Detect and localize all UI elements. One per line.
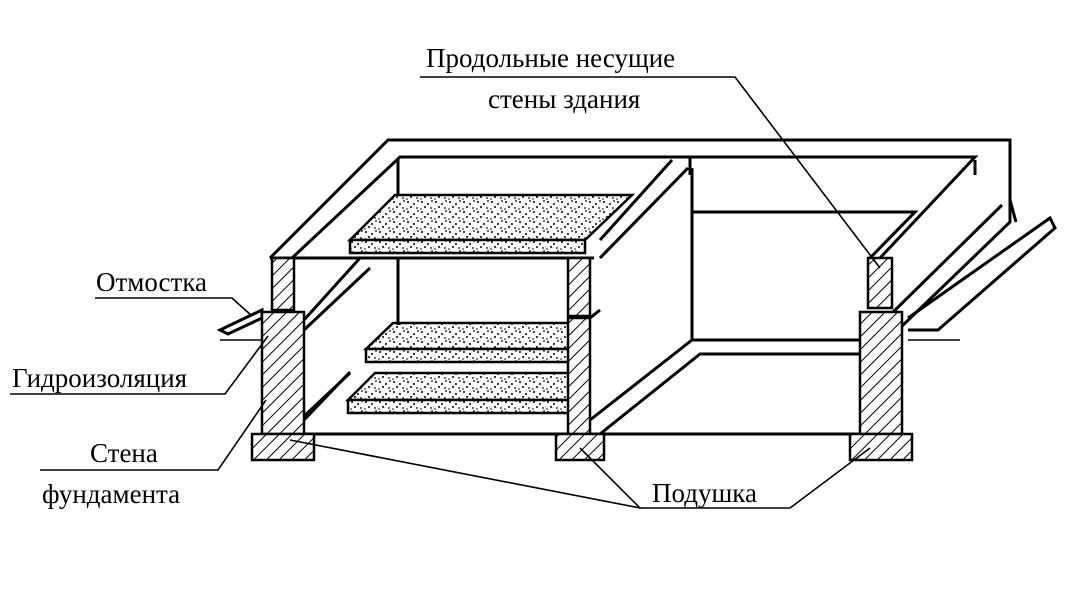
middle-footing [554, 432, 606, 462]
label-cushion: Подушка [652, 478, 757, 508]
building-walls [268, 138, 1018, 340]
middle-foundation-wall [566, 316, 592, 436]
right-wall-upper [866, 256, 894, 310]
label-longitudinal-walls-2: стены здания [488, 84, 640, 114]
middle-wall-upper [566, 256, 592, 318]
upper-slab-top [346, 193, 636, 242]
footings [250, 432, 914, 462]
upper-slab-front [348, 238, 587, 255]
left-wall-upper [270, 256, 296, 312]
ground-line [216, 215, 1057, 341]
label-waterproofing: Гидроизоляция [12, 363, 187, 393]
label-foundation-wall-2: фундамента [42, 479, 180, 509]
lower-slab-front [346, 398, 577, 415]
label-foundation-wall-1: Стена [90, 438, 158, 468]
floor-slabs [298, 193, 636, 422]
label-otmostka: Отмостка [96, 267, 207, 297]
left-footing [250, 432, 316, 462]
leader-lines [10, 76, 881, 509]
left-foundation-wall [260, 310, 306, 436]
label-longitudinal-walls-1: Продольные несущие [426, 43, 675, 73]
middle-slab-top [362, 321, 577, 351]
lower-slab-top [344, 371, 577, 402]
foundation-walls [260, 256, 904, 436]
middle-slab-front [364, 347, 577, 364]
right-foundation-wall [858, 310, 904, 436]
text-labels: Продольные несущие стены здания Отмостка… [12, 43, 757, 509]
